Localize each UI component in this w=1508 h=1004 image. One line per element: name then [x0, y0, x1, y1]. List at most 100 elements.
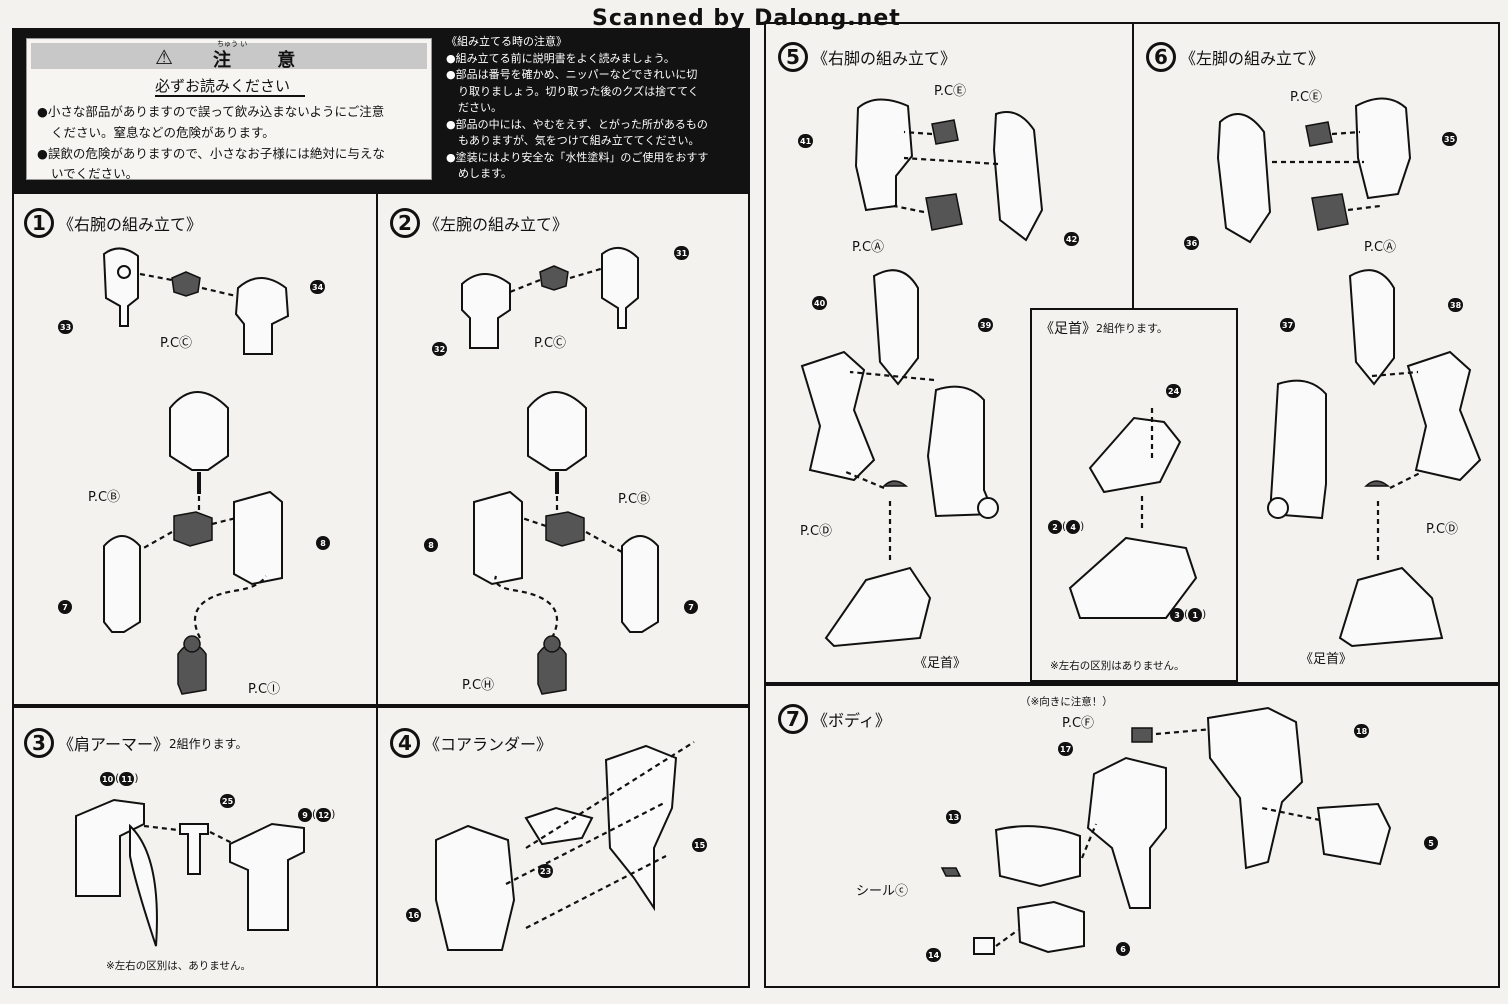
caution-title-ruby: ちゅう い	[217, 40, 248, 48]
step-2-number: 2	[390, 208, 420, 238]
step-7-number: 7	[778, 704, 808, 734]
step-5-title: 5 《右脚の組み立て》	[778, 42, 956, 72]
caution-item: いでください。	[51, 166, 139, 181]
step-3-illustration	[75, 798, 305, 947]
pc-c-label: P.CⒸ	[160, 336, 193, 351]
step-6-label: 《左脚の組み立て》	[1180, 49, 1325, 68]
pc-d-label: P.CⒹ	[800, 524, 833, 539]
pc-e-label: P.CⒺ	[934, 84, 967, 99]
step-4-illustration	[435, 741, 695, 951]
part-8-tag: 8	[424, 538, 438, 552]
step-7-panel	[764, 684, 1500, 988]
part-37-tag: 37	[1280, 318, 1296, 332]
ankle-box	[1030, 308, 1238, 682]
assembly-notes: 《組み立てる時の注意》 ●組み立てる前に説明書をよく読みましょう。 ●部品は番号…	[446, 34, 746, 183]
step-1-label: 《右腕の組み立て》	[58, 215, 203, 234]
caution-title-band	[31, 43, 427, 69]
pc-e-label: P.CⒺ	[1290, 90, 1323, 105]
step-2-title: 2 《左腕の組み立て》	[390, 208, 568, 238]
step-7-illustration	[940, 706, 1392, 955]
step-4-panel	[376, 706, 750, 988]
assembly-note-line: めします。	[458, 167, 512, 180]
ankle-label: 《足首》	[1300, 652, 1353, 667]
assembly-note-line: り取りましょう。切り取った後のクズは捨ててく	[458, 84, 699, 98]
part-9-tag: 9	[298, 808, 312, 822]
caution-subtitle-underline	[155, 95, 305, 97]
ankle-box-suffix: 2組作ります。	[1096, 322, 1168, 335]
caution-item: ください。窒息などの危険があります。	[51, 125, 275, 140]
part-35-tag: 35	[1442, 132, 1458, 146]
step-4-label: 《コアランダー》	[424, 735, 553, 754]
part-38-tag: 38	[1448, 298, 1464, 312]
step-3-number: 3	[24, 728, 54, 758]
part-10-tag: 10	[100, 772, 116, 786]
part-18-tag: 18	[1354, 724, 1370, 738]
step-2-label: 《左腕の組み立て》	[424, 215, 569, 234]
part-8-tag: 8	[316, 536, 330, 550]
part-31-tag: 31	[674, 246, 690, 260]
caution-item: ●小さな部品がありますので誤って飲み込まないようにご注意	[37, 104, 385, 119]
warning-icon: ⚠	[155, 45, 173, 69]
step-2-panel	[376, 192, 750, 706]
step-5-illustration	[800, 98, 1044, 648]
step-4-title: 4 《コアランダー》	[390, 728, 552, 758]
part-16-tag: 16	[406, 908, 422, 922]
part-2-tag: 2	[1048, 520, 1062, 534]
ankle-label: 《足首》	[914, 656, 967, 671]
ankle-box-title: 《足首》 2組作ります。	[1040, 318, 1168, 338]
part-10-11-label: 10(11)	[100, 772, 139, 786]
pc-a-label: P.CⒶ	[852, 240, 885, 255]
part-32-tag: 32	[432, 342, 448, 356]
caution-item: ●誤飲の危険がありますので、小さなお子様には絶対に与えな	[37, 146, 385, 161]
step-6-number: 6	[1146, 42, 1176, 72]
assembly-note-line: ●組み立てる前に説明書をよく読みましょう。	[446, 51, 675, 65]
step-3-label: 《肩アーマー》	[58, 735, 170, 754]
part-40-tag: 40	[812, 296, 828, 310]
step-5-label: 《右脚の組み立て》	[812, 49, 957, 68]
assembly-note-line: もありますが、気をつけて組み立ててください。	[458, 134, 700, 147]
part-42-tag: 42	[1064, 232, 1080, 246]
step-1-title: 1 《右腕の組み立て》	[24, 208, 202, 238]
part-5-tag: 5	[1424, 836, 1438, 850]
assembly-note-line: ●部品は番号を確かめ、ニッパーなどできれいに切	[446, 68, 698, 81]
part-7-tag: 7	[684, 600, 698, 614]
step-5-number: 5	[778, 42, 808, 72]
step-7-label: 《ボディ》	[812, 711, 891, 730]
step-3-title: 3 《肩アーマー》 2組作ります。	[24, 728, 247, 758]
caution-box: ⚠ ちゅう い 注 意 必ずお読みください ●小さな部品がありますので誤って飲み…	[26, 38, 432, 181]
step-6-title: 6 《左脚の組み立て》	[1146, 42, 1324, 72]
step-1-number: 1	[24, 208, 54, 238]
caution-title: 注 意	[213, 50, 316, 71]
pc-d-label: P.CⒹ	[1426, 522, 1459, 537]
step-2-illustration	[461, 247, 659, 695]
pc-h-label: P.CⒽ	[462, 678, 495, 693]
assembly-note-line: ださい。	[458, 101, 502, 114]
part-14-tag: 14	[926, 948, 942, 962]
part-17-tag: 17	[1058, 742, 1074, 756]
step-4-number: 4	[390, 728, 420, 758]
pc-a-label: P.CⒶ	[1364, 240, 1397, 255]
part-24-tag: 24	[1166, 384, 1182, 398]
part-36-tag: 36	[1184, 236, 1200, 250]
pc-f-label: P.CⒻ	[1062, 716, 1095, 731]
part-3-1-label: 3(1)	[1170, 608, 1206, 622]
part-39-tag: 39	[978, 318, 994, 332]
part-41-tag: 41	[798, 134, 814, 148]
caution-subtitle: 必ずお読みください	[155, 77, 291, 95]
pc-c-label: P.CⒸ	[534, 336, 567, 351]
pc-b-label: P.CⒷ	[618, 492, 651, 507]
ankle-box-illustration	[1068, 406, 1198, 619]
pc-i-label: P.CⒾ	[248, 682, 281, 697]
part-2-4-label: 2(4)	[1048, 520, 1084, 534]
part-7-tag: 7	[58, 600, 72, 614]
assembly-note-line: ●部品の中には、やむをえず、とがった所があるもの	[446, 117, 708, 131]
part-3-tag: 3	[1170, 608, 1184, 622]
part-12-tag: 12	[316, 808, 332, 822]
direction-note: （※向きに注意！）	[1020, 696, 1113, 708]
pc-b-label: P.CⒷ	[88, 490, 121, 505]
part-11-tag: 11	[119, 772, 135, 786]
assembly-notes-heading: 《組み立てる時の注意》	[446, 35, 567, 48]
part-34-tag: 34	[310, 280, 326, 294]
seal-label: シールⓒ	[856, 884, 909, 899]
watermark: Scanned by Dalong.net	[592, 6, 901, 31]
